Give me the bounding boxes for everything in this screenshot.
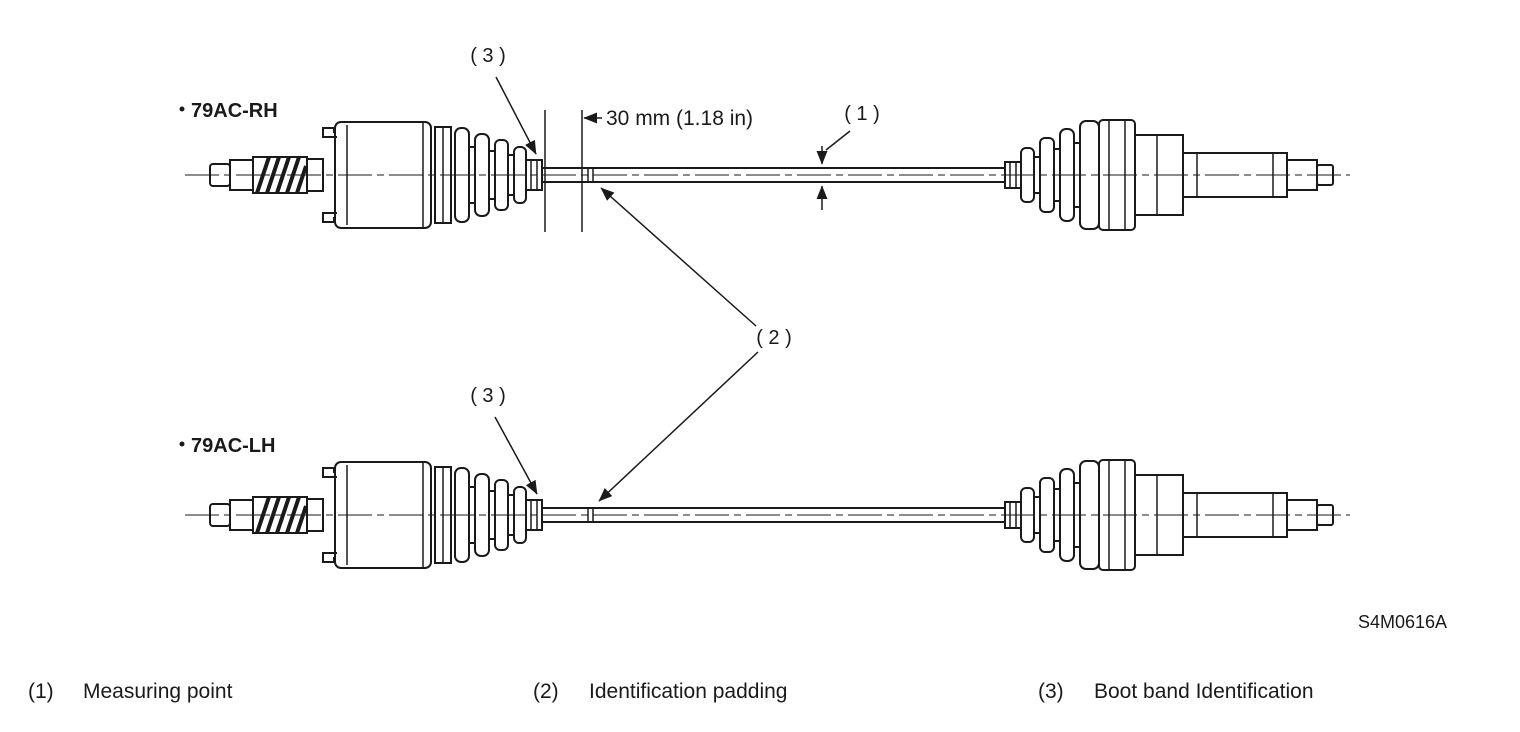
legend-2-number: (2): [533, 680, 559, 703]
callout-3-bottom-label: ( 3 ): [470, 385, 506, 407]
legend-3-number: (3): [1038, 680, 1064, 703]
bullet-dot: [179, 106, 185, 112]
axle-shaft-lh-drawing: [183, 458, 1352, 572]
callout-2-label: ( 2 ): [756, 327, 792, 349]
callout-1-leader: [816, 130, 851, 210]
dimension-30mm: [544, 110, 602, 232]
shaft-label-rh: 79AC-RH: [191, 100, 278, 122]
callout-3-top-arrow: [495, 76, 537, 155]
shaft-label-lh: 79AC-LH: [191, 435, 275, 457]
callout-3-top-label: ( 3 ): [470, 45, 506, 67]
legend-3-label: Boot band Identification: [1094, 680, 1314, 703]
bullet-dot: [179, 441, 185, 447]
dimension-text: 30 mm (1.18 in): [606, 107, 753, 130]
legend: (1) Measuring point (2) Identification p…: [28, 680, 1314, 703]
callout-2-arrow-top: [600, 187, 757, 327]
callout-3-bottom-arrow: [494, 416, 538, 495]
axle-shaft-rh-drawing: [183, 118, 1352, 232]
legend-2-label: Identification padding: [589, 680, 788, 703]
callout-2-arrow-bottom: [598, 351, 759, 502]
legend-1-label: Measuring point: [83, 680, 233, 703]
legend-1-number: (1): [28, 680, 54, 703]
figure-ref-code: S4M0616A: [1358, 612, 1447, 632]
callout-1-label: ( 1 ): [844, 103, 880, 125]
